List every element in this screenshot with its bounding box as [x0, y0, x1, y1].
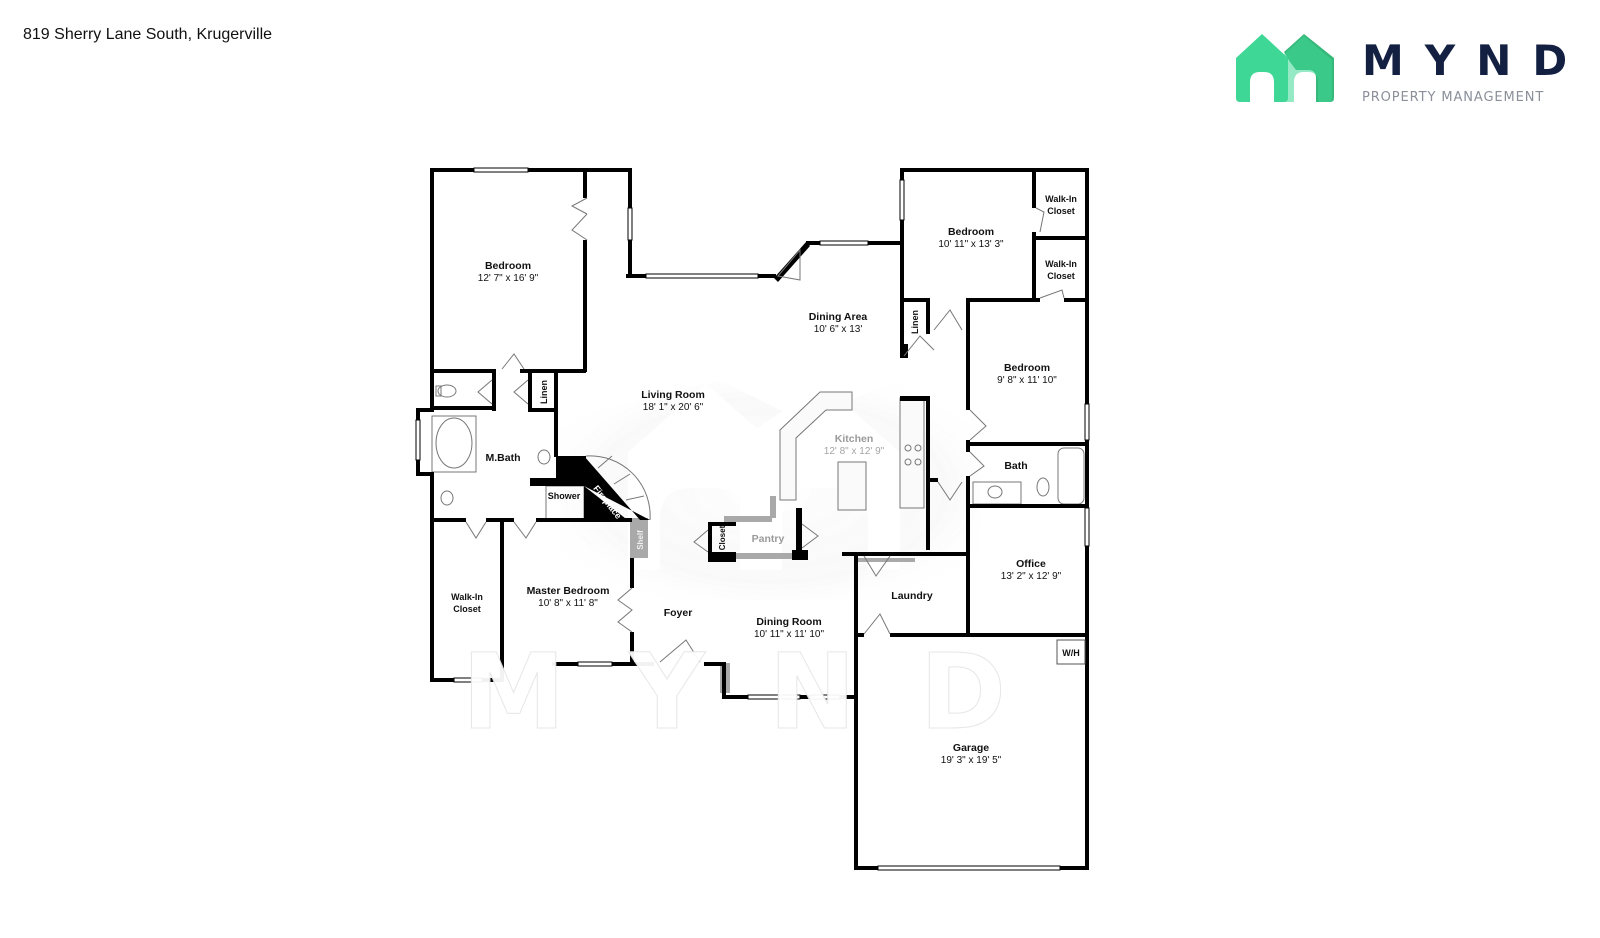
- room-dims-bedroom-1: 12' 7" x 16' 9": [478, 273, 539, 284]
- room-name-walk-in-closet-1-line2: Closet: [1047, 206, 1075, 216]
- room-name-dining-area: Dining Area: [809, 311, 868, 323]
- logo-tagline: PROPERTY MANAGEMENT: [1362, 90, 1545, 105]
- room-name-office: Office: [1016, 558, 1046, 570]
- room-name-walk-in-closet-3: Walk-In: [451, 592, 483, 602]
- room-dims-bedroom-3: 9' 8" x 11' 10": [997, 375, 1057, 386]
- room-name-closet: Closet: [718, 525, 727, 550]
- room-name-living-room: Living Room: [641, 389, 705, 401]
- room-name-pantry: Pantry: [752, 533, 785, 545]
- room-name-foyer: Foyer: [664, 607, 693, 619]
- room-dims-office: 13' 2" x 12' 9": [1001, 571, 1062, 582]
- room-dims-bedroom-2: 10' 11" x 13' 3": [938, 239, 1004, 250]
- room-dims-living-room: 18' 1" x 20' 6": [643, 402, 704, 413]
- water-heater-box: [1056, 639, 1086, 665]
- room-dims-kitchen: 12' 8" x 12' 9": [824, 446, 885, 457]
- room-name-bedroom-2: Bedroom: [948, 226, 994, 238]
- room-name-walk-in-closet-2: Walk-In: [1045, 259, 1077, 269]
- mynd-logo: MYND PROPERTY MANAGEMENT: [1234, 32, 1567, 108]
- watermark-text: MYND: [462, 631, 1070, 753]
- room-name-linen-1: Linen: [910, 310, 920, 334]
- room-name-shower: Shower: [548, 491, 581, 501]
- room-dims-garage: 19' 3" x 19' 5": [941, 755, 1002, 766]
- doors: [465, 197, 1065, 663]
- room-name-dining-room: Dining Room: [756, 616, 821, 628]
- property-address: 819 Sherry Lane South, Krugerville: [23, 26, 273, 43]
- houses-icon: [1236, 34, 1334, 102]
- room-name-laundry: Laundry: [891, 590, 933, 602]
- room-name-m-bath: M.Bath: [486, 452, 521, 464]
- room-name-water-heater: W/H: [1062, 648, 1080, 658]
- room-name-master-bedroom: Master Bedroom: [527, 585, 610, 597]
- room-name-shelf: Shelf: [636, 530, 645, 550]
- room-dims-master-bedroom: 10' 8" x 11' 8": [538, 598, 598, 609]
- room-name-walk-in-closet-3-line2: Closet: [453, 604, 481, 614]
- room-name-linen-2: Linen: [539, 380, 549, 404]
- room-name-bath: Bath: [1004, 460, 1027, 472]
- houses-watermark-icon: [560, 380, 980, 600]
- room-name-kitchen: Kitchen: [835, 433, 874, 445]
- room-name-walk-in-closet-2-line2: Closet: [1047, 271, 1075, 281]
- logo-wordmark: MYND: [1362, 36, 1589, 85]
- room-dims-dining-room: 10' 11" x 11' 10": [754, 629, 824, 640]
- room-name-walk-in-closet-1: Walk-In: [1045, 194, 1077, 204]
- room-name-bedroom-3: Bedroom: [1004, 362, 1050, 374]
- room-dims-dining-area: 10' 6" x 13': [814, 324, 863, 335]
- room-name-garage: Garage: [953, 742, 989, 754]
- windows: [415, 167, 1090, 871]
- room-name-bedroom-1: Bedroom: [485, 260, 531, 272]
